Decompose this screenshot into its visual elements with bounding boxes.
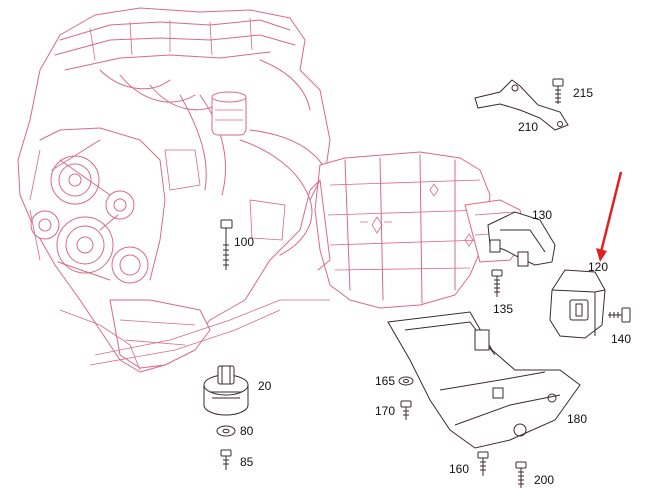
- engine-assembly: [17, 7, 331, 373]
- part-165-washer: [398, 376, 414, 386]
- part-20-engine-mount: [203, 365, 249, 416]
- label-140: 140: [611, 332, 631, 346]
- part-120-transmission-mount: [549, 269, 606, 339]
- part-130-bracket: [487, 211, 556, 267]
- part-100-bolt: [220, 219, 233, 270]
- part-210-bracket: [474, 79, 569, 131]
- part-140-bolt: [608, 307, 631, 323]
- part-135-bolt: [491, 269, 503, 297]
- label-100: 100: [234, 235, 254, 249]
- part-180-crossmember: [387, 311, 581, 449]
- label-200: 200: [534, 473, 554, 487]
- label-130: 130: [532, 208, 552, 222]
- label-135: 135: [493, 302, 513, 316]
- part-85-bolt: [220, 449, 232, 470]
- part-215-bolt: [552, 78, 564, 104]
- label-180: 180: [567, 412, 587, 426]
- label-20: 20: [258, 379, 272, 393]
- label-210: 210: [518, 120, 538, 134]
- highlight-arrow: [596, 171, 623, 262]
- part-80-washer: [216, 425, 236, 437]
- part-170-bolt: [400, 400, 412, 420]
- label-85: 85: [240, 455, 254, 469]
- part-200-bolt: [515, 461, 527, 488]
- part-160-bolt: [477, 451, 489, 476]
- label-80: 80: [240, 424, 254, 438]
- label-165: 165: [375, 374, 395, 388]
- label-170: 170: [375, 404, 395, 418]
- label-160: 160: [449, 462, 469, 476]
- label-215: 215: [573, 86, 593, 100]
- label-120: 120: [588, 260, 608, 274]
